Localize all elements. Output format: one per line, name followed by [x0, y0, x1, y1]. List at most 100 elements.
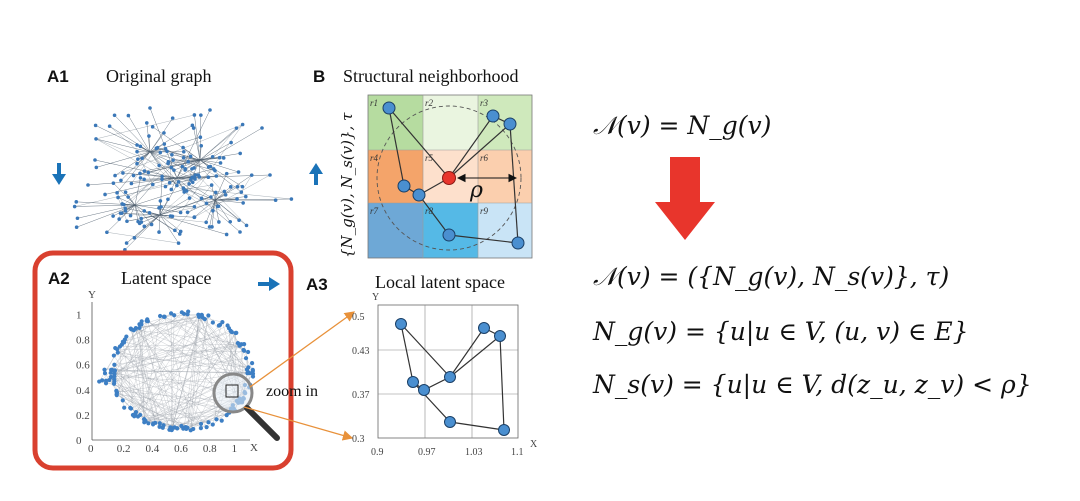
region-grid-border [367, 94, 533, 259]
graph-node [166, 160, 171, 164]
a2-y-tick: 0.2 [76, 410, 90, 422]
latent-node [181, 311, 187, 316]
latent-node [186, 309, 191, 314]
panel-a1-title: Original graph [106, 66, 211, 86]
region-label-r9: r9 [480, 206, 489, 216]
graph-node [86, 183, 90, 187]
a3-node [444, 371, 456, 383]
latent-node [244, 367, 250, 372]
latent-node [172, 313, 177, 318]
graph-node [128, 213, 133, 218]
a3-node [395, 318, 407, 330]
latent-node [157, 313, 163, 319]
graph-node [170, 152, 174, 157]
latent-node [198, 421, 204, 426]
graph-node [113, 173, 117, 178]
graph-node [221, 156, 226, 160]
graph-node [162, 131, 166, 135]
graph-node [181, 149, 186, 154]
a2-y-tick: 0 [76, 435, 82, 447]
graph-node [124, 241, 129, 245]
a3-node [444, 416, 456, 428]
latent-node [161, 314, 167, 319]
latent-node [184, 426, 189, 431]
graph-node [74, 225, 79, 229]
latent-node [128, 326, 133, 331]
graph-node [93, 158, 97, 162]
graph-node [209, 183, 214, 187]
graph-node [273, 198, 278, 202]
graph-node [197, 175, 202, 179]
graph-node [192, 204, 197, 209]
graph-node [150, 182, 155, 187]
latent-node [206, 420, 211, 425]
latent-node [179, 423, 184, 429]
graph-node [207, 225, 212, 229]
graph-node [235, 184, 240, 189]
graph-node [166, 197, 170, 202]
graph-node [228, 185, 233, 189]
graph-node [237, 218, 241, 223]
a2-x-axis-label: X [250, 442, 258, 454]
graph-node [157, 230, 161, 234]
latent-node [210, 422, 215, 427]
graph-node [190, 180, 195, 185]
latent-node [220, 320, 225, 325]
graph-node [117, 217, 121, 221]
latent-node [128, 406, 134, 411]
latent-node [133, 325, 138, 331]
graph-node [121, 171, 125, 175]
graph-node [139, 220, 144, 224]
latent-node [100, 378, 105, 383]
latent-node [202, 317, 207, 322]
region-label-r6: r6 [480, 153, 489, 163]
graph-node [192, 215, 197, 219]
panel-a1: A1 Original graph [47, 66, 294, 252]
latent-node [103, 381, 109, 386]
structural-node [503, 117, 517, 131]
down-arrow-icon [52, 163, 66, 185]
latent-node [191, 426, 196, 432]
magnifier-icon [212, 372, 280, 441]
graph-node [244, 223, 249, 228]
graph-node [208, 108, 212, 112]
panel-b-side-label: {N_g(v), N_s(v)}, τ [338, 112, 356, 258]
graph-node [235, 197, 239, 201]
big-down-arrow-icon [655, 157, 715, 240]
a2-y-tick: 1 [76, 310, 82, 322]
graph-node [180, 164, 185, 169]
latent-node [172, 425, 177, 430]
latent-node [216, 323, 221, 328]
graph-node [111, 214, 115, 218]
graph-node [238, 230, 242, 234]
panel-a2-tag: A2 [48, 269, 70, 288]
a2-y-axis-label: Y [88, 289, 96, 301]
latent-node [245, 349, 251, 355]
a3-x-tick: 1.03 [465, 447, 483, 458]
panel-b-tag: B [313, 67, 325, 86]
graph-node [172, 168, 176, 172]
region-label-r1: r1 [370, 98, 378, 108]
latent-node [245, 371, 250, 376]
panel-b: B Structural neighborhood r1 r2 r3 r4 r5… [309, 66, 533, 259]
graph-node [192, 175, 197, 180]
latent-node [249, 361, 255, 366]
graph-node [204, 201, 209, 206]
a2-y-tick: 0.4 [76, 385, 90, 397]
a3-x-tick: 1.1 [511, 447, 524, 458]
graph-node [190, 123, 195, 128]
graph-node [241, 201, 245, 205]
graph-node [167, 180, 172, 185]
graph-node [186, 160, 190, 164]
graph-node [217, 155, 222, 160]
graph-node [169, 187, 174, 192]
a2-x-tick: 1 [232, 443, 238, 455]
latent-node [219, 418, 224, 423]
graph-node [121, 202, 126, 207]
graph-node [218, 161, 223, 165]
up-arrow-icon [309, 163, 323, 185]
latent-space-frame [32, 250, 294, 471]
